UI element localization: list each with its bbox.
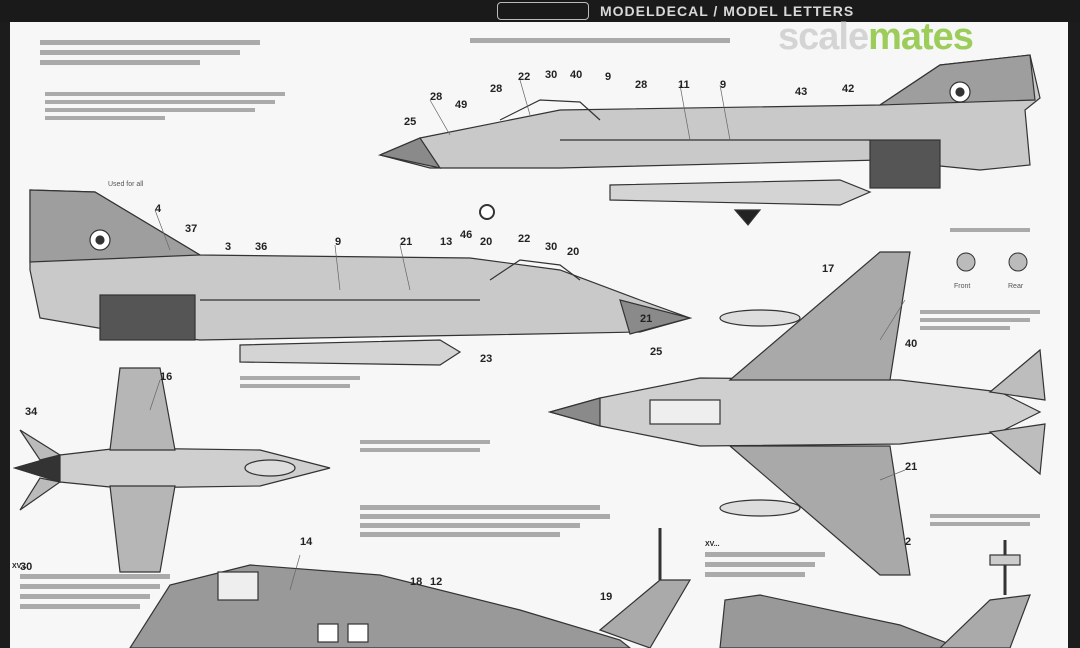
callout-number: 42	[842, 83, 854, 95]
callout-number: 2	[905, 536, 911, 548]
callout-number: 28	[635, 79, 647, 91]
callout-number: 20	[567, 246, 579, 258]
callout-number: 16	[160, 371, 172, 383]
legend-rear-label: Rear	[1008, 283, 1024, 290]
callout-number: 3	[225, 241, 231, 253]
callout-number: 40	[570, 69, 582, 81]
callout-number: 46	[460, 229, 472, 241]
callout-number: 9	[335, 236, 341, 248]
callout-number: 36	[255, 241, 267, 253]
callout-number: 13	[440, 236, 452, 248]
aircraft-underside-left	[12, 367, 331, 573]
brand-logo	[497, 2, 589, 20]
callouts: 25 28 49 28 22 30 40 9 28 11 9 43 42 4 37 3 36 9 21 13 46 20 2…	[20, 69, 917, 603]
helicopter-bottom-left	[129, 528, 692, 648]
callout-number: 34	[25, 406, 38, 418]
callout-number: 22	[518, 233, 530, 245]
callout-number: 14	[300, 536, 313, 548]
watermark: scalemates	[778, 16, 974, 59]
callout-number: 21	[400, 236, 412, 248]
callout-number: 40	[905, 338, 917, 350]
helicopter-bottom-right	[719, 540, 1031, 648]
callout-number: 49	[455, 99, 467, 111]
callout-number: 4	[155, 203, 162, 215]
aircraft-top-right	[547, 251, 1046, 576]
section-bottom-left: XV...	[12, 563, 27, 570]
callout-number: 17	[822, 263, 834, 275]
callout-number: 43	[795, 86, 807, 98]
callout-number: 12	[430, 576, 442, 588]
callout-number: 28	[430, 91, 442, 103]
callout-number: 28	[490, 83, 502, 95]
legend-icons	[956, 252, 1028, 272]
callout-number: 25	[404, 116, 416, 128]
legend-front-label: Front	[954, 283, 971, 290]
callout-number: 9	[720, 79, 726, 91]
header-bar: MODELDECAL / MODEL LETTERS	[0, 0, 1080, 22]
callout-number: 30	[20, 561, 32, 573]
callout-number: 21	[640, 313, 652, 325]
watermark-mates: mates	[868, 16, 974, 58]
callout-number: 23	[480, 353, 492, 365]
callout-number: 19	[600, 591, 612, 603]
callout-number: 20	[480, 236, 492, 248]
callout-number: 11	[678, 79, 690, 91]
section-bottom-right: XV...	[705, 541, 720, 548]
callout-number: 25	[650, 346, 662, 358]
watermark-scale: scale	[778, 16, 869, 58]
note-left: Used for all	[108, 181, 144, 188]
aircraft-side-top	[378, 54, 1041, 226]
aircraft-side-left	[29, 189, 693, 366]
callout-number: 21	[905, 461, 917, 473]
callout-number: 18	[410, 576, 422, 588]
callout-number: 30	[545, 69, 557, 81]
header-title: MODELDECAL / MODEL LETTERS	[600, 3, 855, 19]
callout-number: 30	[545, 241, 557, 253]
callout-number: 22	[518, 71, 530, 83]
callout-number: 9	[605, 71, 611, 83]
callout-number: 37	[185, 223, 197, 235]
